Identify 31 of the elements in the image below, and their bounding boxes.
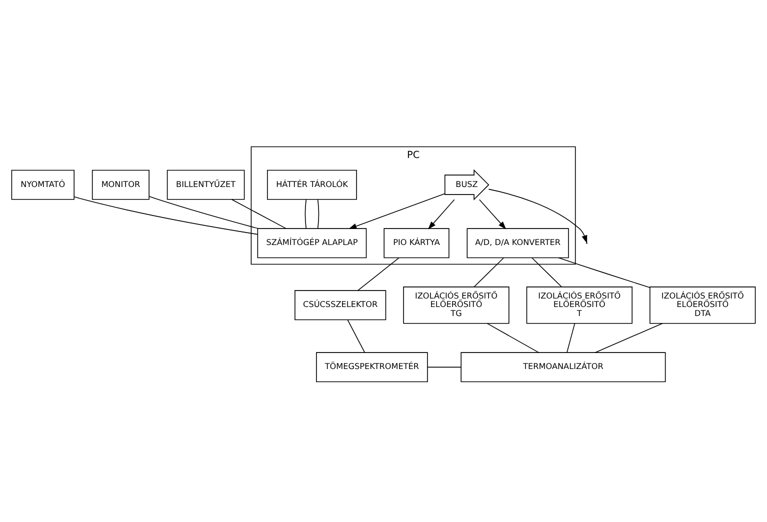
connector [566,323,576,353]
connector [347,320,366,353]
connector [148,196,259,229]
node-box: CSÚCSSZELEKTOR [294,290,386,320]
node-box: IZOLÁCIÓS ERŐSITŐ ELŐERŐSITŐ TG [403,286,510,324]
connector [594,323,663,353]
node-box: TÖMEGSPEKTROMETÉR [316,352,428,382]
connector [474,258,504,288]
connector [317,199,320,229]
connector [304,199,307,229]
node-box: IZOLÁCIÓS ERŐSITŐ ELŐERŐSITŐ DTA [650,286,756,324]
node-box: IZOLÁCIÓS ERŐSITŐ ELŐERŐSITŐ T [526,286,633,324]
arrow [428,199,455,230]
connector [532,258,562,288]
node-box: NYOMTATÓ [11,170,75,200]
connector [231,199,286,229]
node-box: SZÁMÍTÓGÉP ALAPLAP [257,228,367,258]
node-box: A/D, D/A KONVERTER [466,228,569,258]
connector [558,257,650,288]
connector [427,366,462,368]
connector [74,196,258,235]
node-box: MONITOR [92,170,150,200]
arrow [479,199,506,230]
connector [358,258,400,291]
node-box: TERMOANALIZÁTOR [460,352,666,382]
arrow [488,188,588,244]
node-box: HÁTTÉR TÁROLÓK [267,170,357,200]
connector [486,323,540,353]
node-box: BILLENTYŰZET [166,170,245,200]
node-box: PIO KÁRTYA [384,228,450,258]
arrow [348,193,445,229]
